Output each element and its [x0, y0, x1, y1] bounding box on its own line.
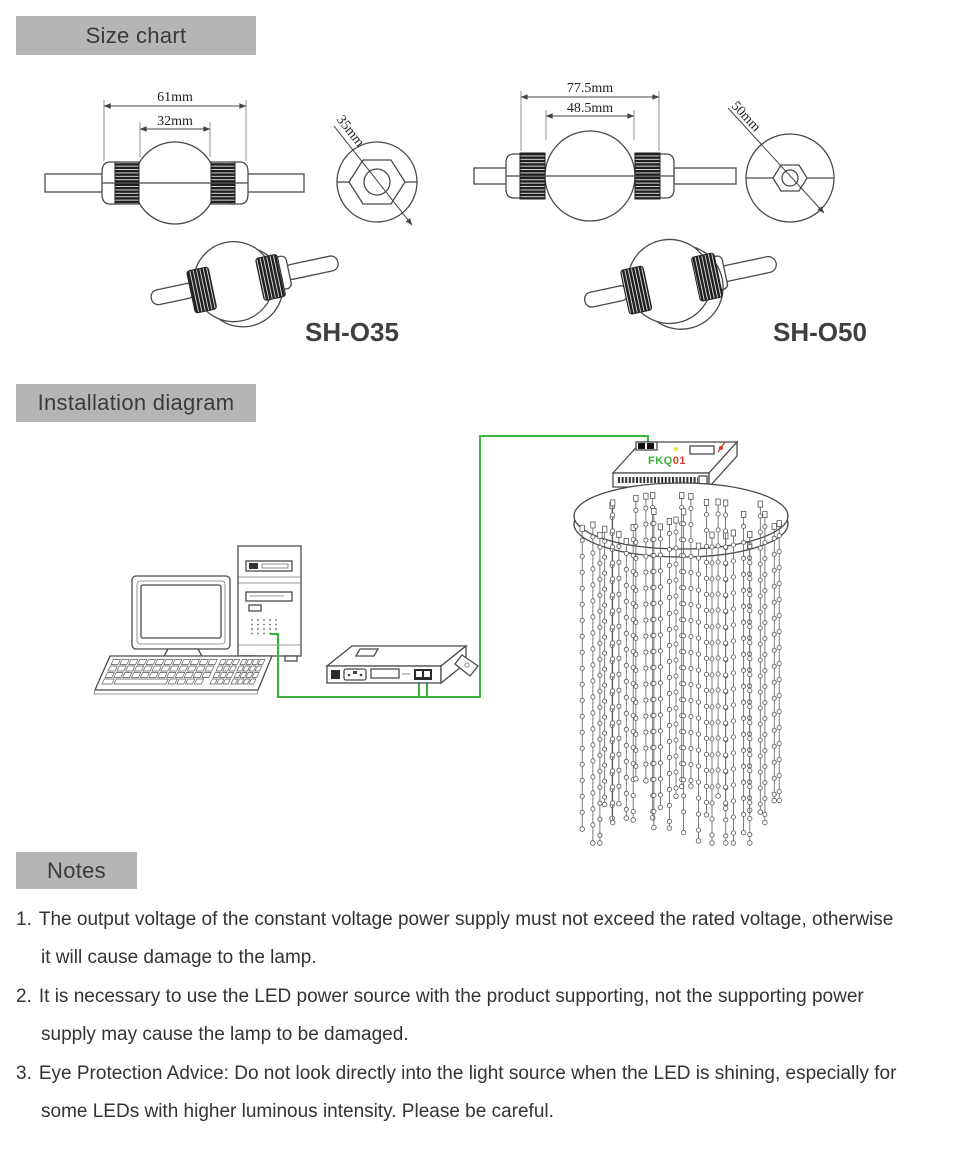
note-text: some LEDs with higher luminous intensity…	[41, 1101, 554, 1123]
data-wires	[270, 435, 649, 698]
model-label-sh-o50: SH-O50	[773, 317, 867, 347]
wire-computer-to-controller	[270, 435, 649, 698]
controller-model-label: FKQ01	[648, 455, 686, 467]
computer-tower	[237, 545, 302, 662]
sh-o35-perspective-view: SH-O35	[150, 241, 399, 347]
master-controller-box: FKQ01	[611, 440, 739, 489]
computer-monitor	[131, 575, 231, 667]
note-item-2: 2. It is necessary to use the LED power s…	[16, 978, 960, 1055]
antenna-glyph	[717, 441, 726, 453]
led-strings	[579, 492, 782, 846]
note-text: It is necessary to use the LED power sou…	[38, 985, 864, 1007]
sh-o35-side-view: 35mm	[333, 113, 418, 226]
sh-o50-front-view: 77.5mm 48.5mm	[473, 81, 737, 222]
dim-ball-width-o50: 48.5mm	[567, 101, 613, 116]
notes-header: Notes	[16, 852, 137, 889]
dim-overall-width-o50: 77.5mm	[567, 81, 613, 96]
dim-overall-width-o35: 61mm	[157, 90, 193, 105]
note-text: The output voltage of the constant volta…	[38, 909, 894, 930]
controller-box	[325, 644, 479, 685]
note-item-3: 3. Eye Protection Advice: Do not look dir…	[16, 1055, 960, 1132]
size-chart-header: Size chart	[16, 16, 256, 55]
sh-o50-perspective-view: SH-O50	[583, 238, 867, 347]
note-text: supply may cause the lamp to be damaged.	[41, 1024, 409, 1046]
note-item-1: 1. The output voltage of the constant vol…	[16, 901, 960, 978]
dim-diameter-o50: 50mm	[728, 99, 763, 135]
wire-controller-stubs	[418, 681, 428, 697]
dim-ball-width-o35: 32mm	[157, 114, 193, 129]
indicator-dot	[674, 447, 678, 451]
computer-keyboard	[93, 655, 273, 695]
installation-diagram-header: Installation diagram	[16, 384, 256, 422]
sh-o35-front-view: 61mm 32mm	[44, 90, 305, 225]
note-text: it will cause damage to the lamp.	[41, 947, 317, 969]
notes-list: 1. The output voltage of the constant vol…	[16, 901, 960, 1131]
keyboard-keys	[101, 659, 266, 685]
led-curtain-fixture	[573, 482, 789, 846]
note-number: 1.	[16, 909, 32, 930]
sh-o50-side-view: 50mm	[727, 99, 835, 223]
model-label-sh-o35: SH-O35	[305, 317, 399, 347]
note-number: 3.	[16, 1062, 32, 1084]
note-text: Eye Protection Advice: Do not look direc…	[38, 1062, 897, 1084]
note-number: 2.	[16, 985, 32, 1007]
